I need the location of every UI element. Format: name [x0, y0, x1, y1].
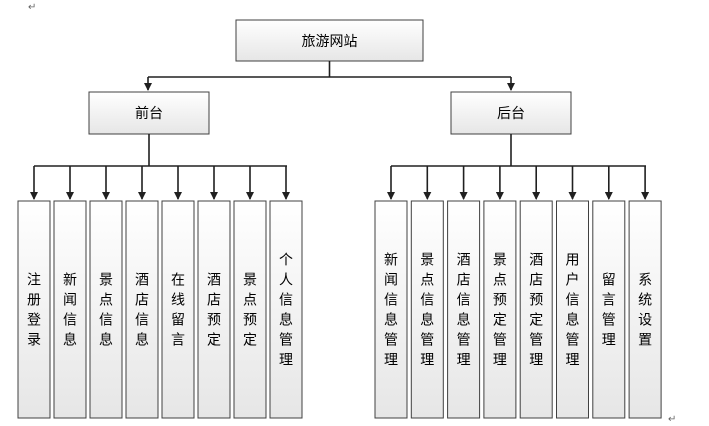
frontend-item-label: 在线留言	[171, 273, 185, 349]
backend-item-box	[519, 200, 553, 419]
backend-item-box	[556, 200, 589, 419]
backend-item-box	[410, 200, 444, 419]
backend-node	[450, 91, 572, 135]
backend-item-box	[628, 200, 662, 419]
frontend-item-label: 个人信息管理	[279, 253, 293, 369]
backend-item-label: 留言管理	[602, 273, 616, 349]
return-mark-top: ↵	[28, 2, 36, 13]
frontend-item-label: 景点信息	[99, 273, 113, 349]
backend-child-arrows	[387, 166, 650, 200]
backend-items: 新闻信息管理 景点信息管理 酒店信息管理 景点预定管理 酒店预定管理 用户信息管理 留言管理…	[374, 200, 662, 419]
frontend-node-label: 前台	[135, 105, 163, 122]
backend-item-box	[592, 200, 626, 419]
frontend-items: 注册登录 新闻信息 景点信息 酒店信息 在线留言 酒店预定 景点预定 个人信息管理	[17, 200, 303, 419]
backend-node-label: 后台	[497, 106, 525, 122]
backend-item-box	[374, 200, 408, 419]
frontend-item-box	[197, 200, 231, 419]
frontend-item-label: 注册登录	[27, 273, 41, 349]
backend-item-label: 酒店预定管理	[529, 253, 543, 369]
root-node-label: 旅游网站	[302, 34, 358, 50]
frontend-item-box	[125, 200, 159, 419]
frontend-item-label: 景点预定	[243, 273, 257, 349]
backend-item-box	[483, 200, 517, 419]
frontend-child-arrows	[30, 166, 290, 200]
frontend-item-box	[269, 200, 303, 419]
return-mark-bottom: ↵	[668, 414, 676, 425]
backend-item-label: 新闻信息管理	[384, 253, 398, 369]
frontend-item-label: 酒店信息	[135, 273, 149, 349]
frontend-item-box	[53, 200, 87, 419]
frontend-item-box	[17, 200, 51, 419]
frontend-item-box	[89, 200, 123, 419]
frontend-item-box	[161, 200, 195, 419]
backend-item-box	[447, 200, 481, 419]
frontend-item-box	[233, 200, 267, 419]
frontend-item-label: 新闻信息	[63, 273, 77, 349]
backend-item-label: 酒店信息管理	[457, 253, 471, 369]
backend-item-label: 系统设置	[638, 273, 652, 349]
frontend-item-label: 酒店预定	[207, 273, 221, 349]
backend-item-label: 景点预定管理	[493, 253, 507, 369]
root-node	[235, 19, 424, 62]
backend-item-label: 用户信息管理	[566, 253, 580, 369]
backend-item-label: 景点信息管理	[420, 253, 434, 369]
